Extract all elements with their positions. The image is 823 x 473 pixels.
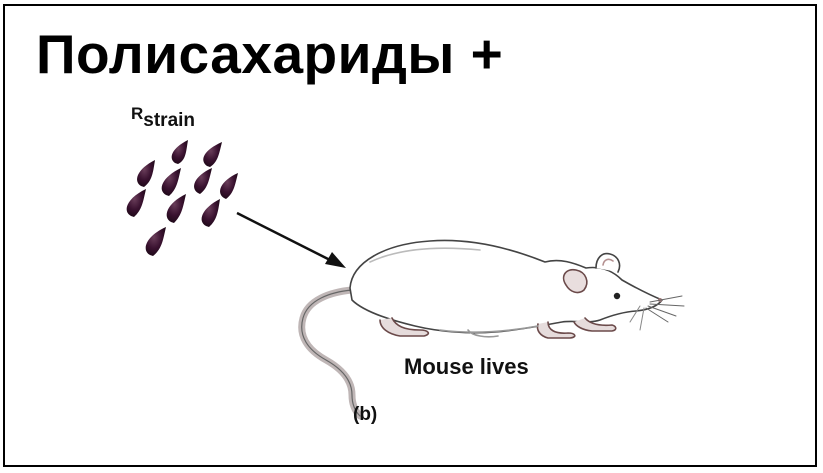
- bacteria-cluster-icon: [127, 140, 238, 256]
- diagram-caption: Mouse lives: [404, 354, 529, 380]
- arrow-icon: [237, 213, 346, 268]
- mouse-illustration: [302, 240, 684, 416]
- panel-label: (b): [353, 404, 377, 426]
